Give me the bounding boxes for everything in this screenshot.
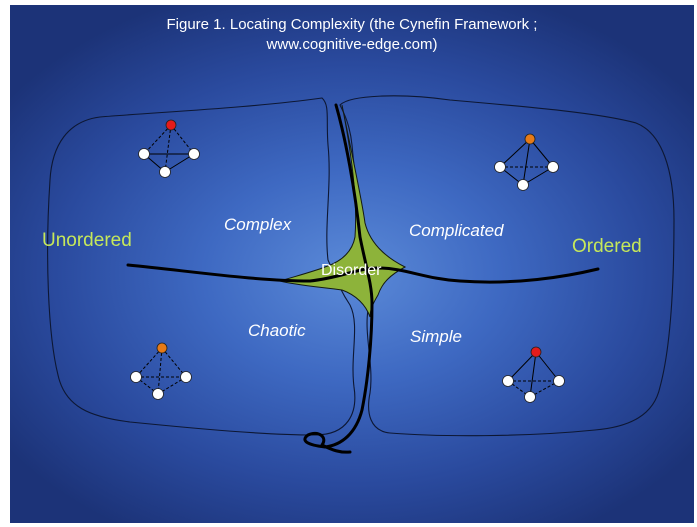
complex-pyramid-icon <box>138 119 200 178</box>
complicated-pyramid-icon <box>494 133 559 191</box>
simple-domain-label: Simple <box>410 327 462 346</box>
disorder-area <box>278 104 407 318</box>
figure-canvas: Figure 1. Locating Complexity (the Cynef… <box>10 5 694 523</box>
complicated-domain-label: Complicated <box>409 221 504 240</box>
unordered-region-outline <box>47 97 356 436</box>
figure-title: Figure 1. Locating Complexity (the Cynef… <box>10 15 694 55</box>
chaotic-domain-label: Chaotic <box>248 321 306 340</box>
horizontal-boundary-line <box>126 263 600 284</box>
cynefin-diagram <box>47 95 675 454</box>
disorder-label: Disorder <box>321 262 382 279</box>
figure-title-line1: Figure 1. Locating Complexity (the Cynef… <box>166 16 538 33</box>
simple-pyramid-icon <box>502 346 565 403</box>
complex-domain-label: Complex <box>224 215 292 234</box>
unordered-label: Unordered <box>42 230 132 251</box>
ordered-label: Ordered <box>572 236 642 257</box>
chaotic-pyramid-icon <box>130 342 192 400</box>
vertical-boundary-line <box>303 103 374 454</box>
figure-title-line2: www.cognitive-edge.com) <box>266 36 438 53</box>
